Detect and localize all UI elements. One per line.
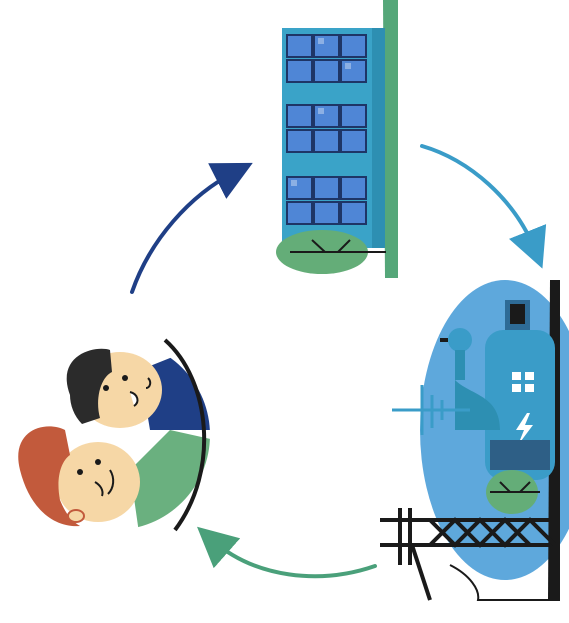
power-plant-icon	[380, 280, 569, 600]
person-red-hair	[18, 426, 140, 526]
arrow-plant-to-people	[212, 540, 375, 576]
apartment-building-icon	[276, 0, 398, 278]
person-dark-hair	[67, 349, 162, 428]
people-icon	[18, 340, 215, 540]
arrow-people-to-building	[132, 172, 235, 292]
arrow-building-to-plant	[422, 146, 535, 250]
building-ground	[383, 0, 398, 278]
